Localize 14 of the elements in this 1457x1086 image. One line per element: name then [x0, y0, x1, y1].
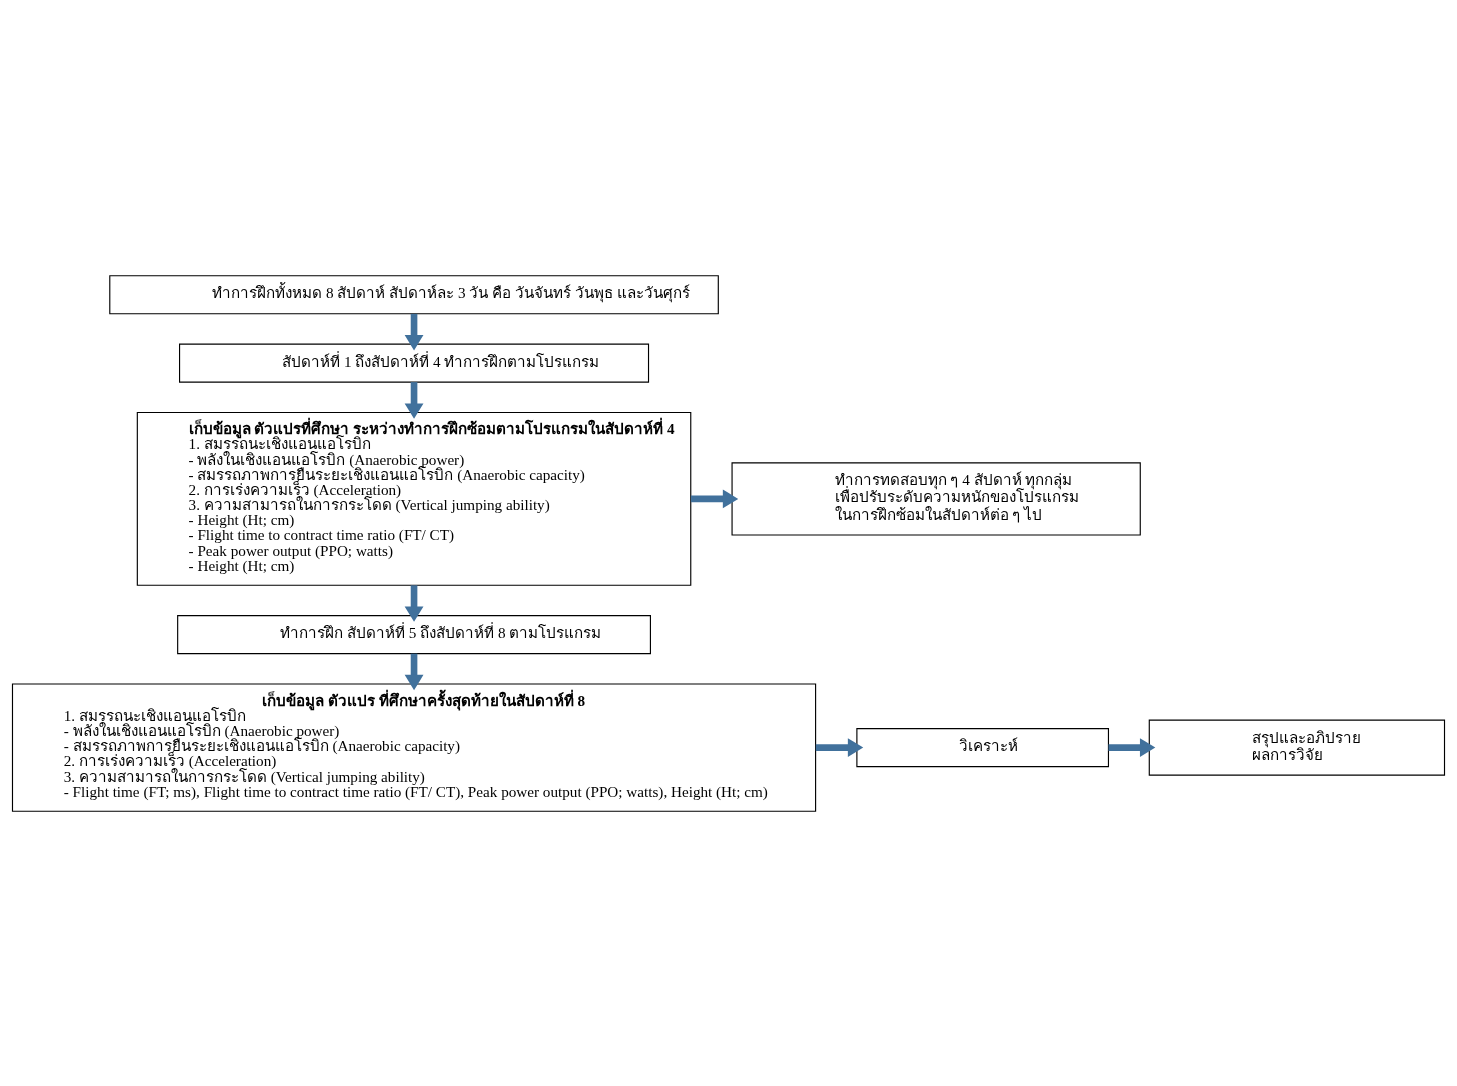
arrow: [815, 737, 864, 757]
node-box: ทำการทดสอบทุก ๆ 4 สัปดาห์ ทุกกลุ่ม เพื่อปรับระดับความหนักของโปรแกรม ในการฝึกซ้อมในสัปดาห์ต่อ ๆ ไป: [731, 461, 1141, 536]
arrow: [690, 488, 739, 508]
node-box: ทำการฝึกทั้งหมด 8 สัปดาห์ สัปดาห์ละ 3 วัน คือ วันจันทร์ วันพุธ และวันศุกร์: [109, 274, 719, 314]
arrow: [404, 313, 424, 350]
arrow: [404, 584, 424, 622]
node-box: เก็บข้อมูล ตัวแปร ที่ศึกษาครั้งสุดท้ายในสัปดาห์ที่ 8 1. สมรรถนะเชิงแอนแอโรบิก - พลังในเชิงแอนแอโรบิก (Anaerobic power) - สมรรถภาพการยืนระยะเชิงแอนแอโรบิก (Anaerobic capacity) 2. การเร่งความเร็ว (Acceleration) 3. ความสามารถในการกระโดด (Vertical jumping ability) - Flight time (FT; ms), Flight time to contract time ratio (FT/ CT), Peak power output (PPO; watts), Height (Ht; cm): [11, 682, 817, 812]
arrow: [404, 381, 424, 419]
node-box: ทำการฝึก สัปดาห์ที่ 5 ถึงสัปดาห์ที่ 8 ตามโปรแกรม: [177, 614, 651, 654]
arrow: [1108, 737, 1156, 757]
node-box: เก็บข้อมูล ตัวแปรที่ศึกษา ระหว่างทำการฝึกซ้อมตามโปรแกรมในสัปดาห์ที่ 4 1. สมรรถนะเชิงแอนแอโรบิก - พลังในเชิงแอนแอโรบิก (Anaerobic power) - สมรรถภาพการยืนระยะเชิงแอนแอโรบิก (Anaerobic capacity) 2. การเร่งความเร็ว (Acceleration) 3. ความสามารถในการกระโดด (Vertical jumping ability) - Height (Ht; cm) - Flight time to contract time ratio (FT/ CT) - Peak power output (PPO; watts) - Height (Ht; cm): [136, 411, 692, 586]
node-box: สรุปและอภิปราย ผลการวิจัย: [1148, 719, 1446, 776]
node-box: สัปดาห์ที่ 1 ถึงสัปดาห์ที่ 4 ทำการฝึกตามโปรแกรม: [179, 343, 650, 383]
node-box: วิเคราะห์: [856, 727, 1110, 767]
